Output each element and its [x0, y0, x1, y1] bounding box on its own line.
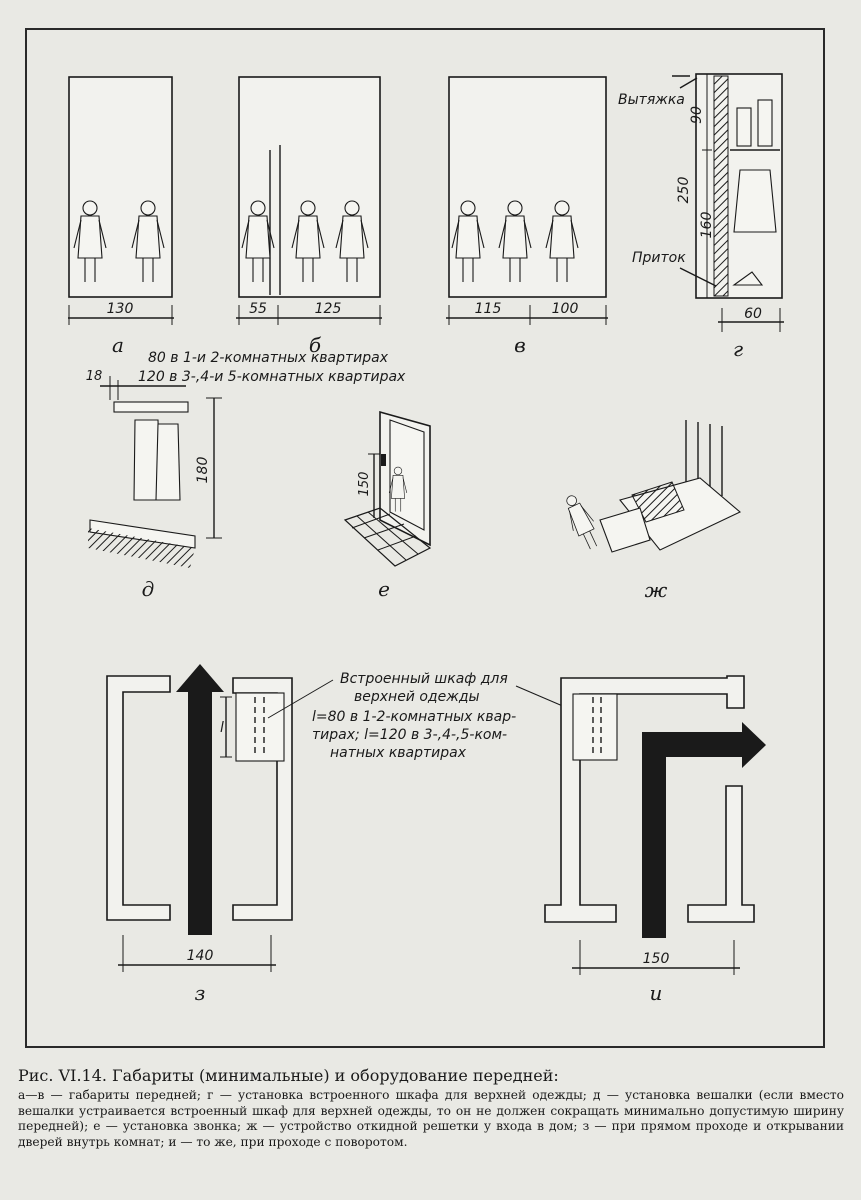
- label-b: б: [309, 333, 322, 357]
- label-zh: ж: [645, 578, 668, 602]
- closet-note-line5: натных квартирах: [330, 745, 467, 761]
- dim-i-width: 150: [643, 951, 670, 967]
- label-v: в: [514, 333, 526, 357]
- label-d: д: [142, 577, 155, 601]
- closet-note-line3: l=80 в 1-2-комнатных квар-: [312, 709, 516, 725]
- panel-a: 130 а: [68, 76, 174, 357]
- closet-note-line4: тирах; l=120 в 3-,4-,5-ком-: [312, 727, 507, 743]
- dim-d-depth: 18: [86, 369, 103, 384]
- panel-v: 115 100 в: [446, 76, 608, 357]
- figure-caption: Рис. VI.14. Габариты (минимальные) и обо…: [18, 1066, 844, 1150]
- bell-icon: [381, 454, 386, 466]
- turn-arrow-icon: [642, 722, 766, 938]
- dim-v-width2: 100: [552, 301, 579, 317]
- panel-i: 150 и: [544, 675, 766, 1005]
- coat-rack-shelf: [113, 401, 189, 413]
- dim-g-bottom: 160: [699, 212, 715, 239]
- closet-icon: [235, 692, 285, 762]
- figure-frame: [25, 28, 825, 1048]
- panel-d: 80 в 1-и 2-комнатных квартирах 120 в 3-,…: [86, 350, 406, 601]
- panel-zh: ж: [559, 420, 742, 602]
- wall-right: [687, 785, 755, 923]
- dim-z-width: 140: [187, 948, 214, 964]
- person-woman-icon: [559, 491, 605, 553]
- dim-b-width1: 55: [249, 301, 267, 317]
- label-exhaust: Вытяжка: [618, 92, 685, 108]
- coat-icon: [733, 169, 777, 233]
- closet-note: Встроенный шкаф для верхней одежды l=80 …: [267, 671, 601, 761]
- dim-g-total: 250: [676, 177, 692, 204]
- dim-z-l: l: [220, 720, 224, 736]
- caption-title: Рис. VI.14. Габариты (минимальные) и обо…: [18, 1066, 559, 1085]
- entrance-door: [389, 419, 425, 531]
- shoe-icon: [732, 271, 764, 286]
- dim-b-width2: 125: [315, 301, 342, 317]
- note-d-line2: 120 в 3-,4-и 5-комнатных квартирах: [138, 369, 406, 385]
- note-d-line1: 80 в 1-и 2-комнатных квартирах: [148, 350, 389, 366]
- panel-g: 90 250 160 Вытяжка Приток 60 г: [618, 73, 784, 361]
- label-g: г: [733, 337, 743, 361]
- technical-drawing: 130 а 55 125 б 115 100 в: [68, 73, 784, 1005]
- wall-left: [106, 675, 171, 921]
- dim-v-width1: 115: [475, 301, 502, 317]
- closet-note-line2: верхней одежды: [354, 689, 480, 705]
- caption-text: а—в — габариты передней; г — установка в…: [18, 1088, 844, 1149]
- dim-d-height: 180: [195, 457, 211, 484]
- panel-e: 150 е: [343, 410, 432, 601]
- dim-g-width: 60: [744, 306, 762, 322]
- panel-z: l 140 з: [106, 664, 293, 1005]
- passage-arrow-icon: [176, 664, 224, 935]
- label-i: и: [650, 981, 663, 1005]
- coat-icon: [155, 423, 181, 501]
- dim-g-top: 90: [689, 106, 705, 124]
- label-inflow: Приток: [632, 250, 686, 266]
- label-e: е: [378, 577, 390, 601]
- panel-b: 55 125 б: [236, 76, 382, 357]
- dim-e-height: 150: [357, 472, 372, 497]
- closet-note-line1: Встроенный шкаф для: [340, 671, 508, 687]
- closet-icon: [572, 693, 618, 761]
- dim-a-width: 130: [107, 301, 134, 317]
- label-z: з: [195, 981, 206, 1005]
- label-a: а: [112, 333, 124, 357]
